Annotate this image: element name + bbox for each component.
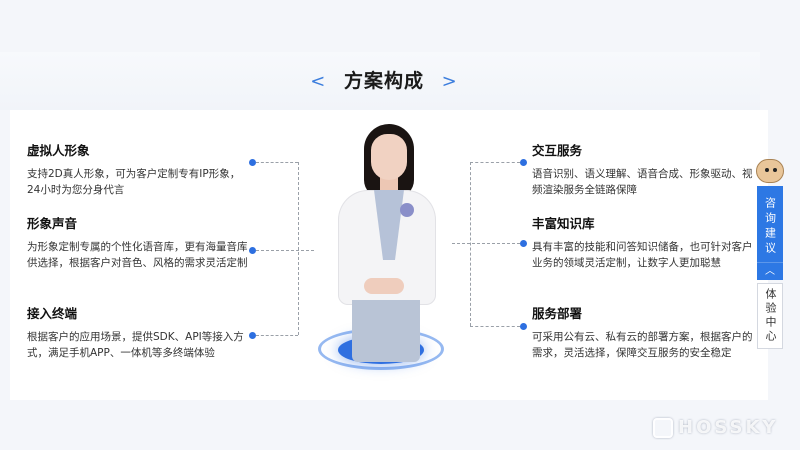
consult-button[interactable]: 咨询建议 (757, 186, 783, 262)
connector-dot (249, 332, 256, 339)
feature-title: 服务部署 (532, 306, 583, 321)
connector-dot (520, 240, 527, 247)
watermark-text: HOSSKY (678, 417, 779, 438)
feature-desc: 可采用公有云、私有云的部署方案，根据客户的需求，灵活选择，保障交互服务的安全稳定 (532, 331, 753, 359)
connector-line (470, 162, 520, 163)
feature-desc: 为形象定制专属的个性化语音库，更有海量音库供选择，根据客户对音色、风格的需求灵活… (27, 241, 248, 269)
connector-dot (249, 247, 256, 254)
feature-title: 交互服务 (532, 143, 583, 158)
feature-service-deployment: 服务部署 可采用公有云、私有云的部署方案，根据客户的需求，灵活选择，保障交互服务… (532, 303, 757, 361)
feature-title: 接入终端 (27, 306, 78, 321)
connector-line (256, 335, 298, 336)
feature-interaction-service: 交互服务 语音识别、语义理解、语音合成、形象驱动、视频渲染服务全链路保障 (532, 140, 757, 198)
experience-center-button[interactable]: 体验中心 (757, 283, 783, 349)
brooch-icon (400, 203, 414, 217)
header-band (0, 52, 760, 110)
chevron-right-icon[interactable]: > (441, 71, 458, 92)
mascot-icon[interactable] (752, 157, 788, 187)
feature-desc: 语音识别、语义理解、语音合成、形象驱动、视频渲染服务全链路保障 (532, 168, 753, 196)
feature-title: 丰富知识库 (532, 216, 595, 231)
section-title: < 方案构成 > (0, 66, 768, 93)
connector-line (452, 243, 520, 244)
connector-line (256, 162, 298, 163)
connector-dot (520, 323, 527, 330)
connector-dot (520, 159, 527, 166)
feature-access-terminal: 接入终端 根据客户的应用场景，提供SDK、API等接入方式，满足手机APP、一体… (27, 303, 252, 361)
feature-title: 形象声音 (27, 216, 78, 231)
feature-desc: 根据客户的应用场景，提供SDK、API等接入方式，满足手机APP、一体机等多终端… (27, 331, 244, 359)
connector-line (256, 250, 314, 251)
chevron-left-icon[interactable]: < (310, 71, 327, 92)
connector-line (298, 162, 299, 335)
connector-line (470, 162, 471, 326)
feature-avatar-voice: 形象声音 为形象定制专属的个性化语音库，更有海量音库供选择，根据客户对音色、风格… (27, 213, 252, 271)
section-title-text: 方案构成 (343, 70, 424, 92)
feature-desc: 支持2D真人形象，可为客户定制专有IP形象，24小时为您分身代言 (27, 168, 241, 196)
chevron-up-icon[interactable]: ︿ (757, 262, 783, 280)
connector-dot (249, 159, 256, 166)
feature-title: 虚拟人形象 (27, 143, 90, 158)
watermark-logo-icon (653, 418, 673, 438)
feature-virtual-avatar: 虚拟人形象 支持2D真人形象，可为客户定制专有IP形象，24小时为您分身代言 (27, 140, 252, 198)
feature-desc: 具有丰富的技能和问答知识储备，也可针对客户业务的领域灵活定制，让数字人更加聪慧 (532, 241, 753, 269)
connector-line (470, 326, 520, 327)
digital-human-image (316, 118, 446, 383)
feature-knowledge-base: 丰富知识库 具有丰富的技能和问答知识储备，也可针对客户业务的领域灵活定制，让数字… (532, 213, 757, 271)
